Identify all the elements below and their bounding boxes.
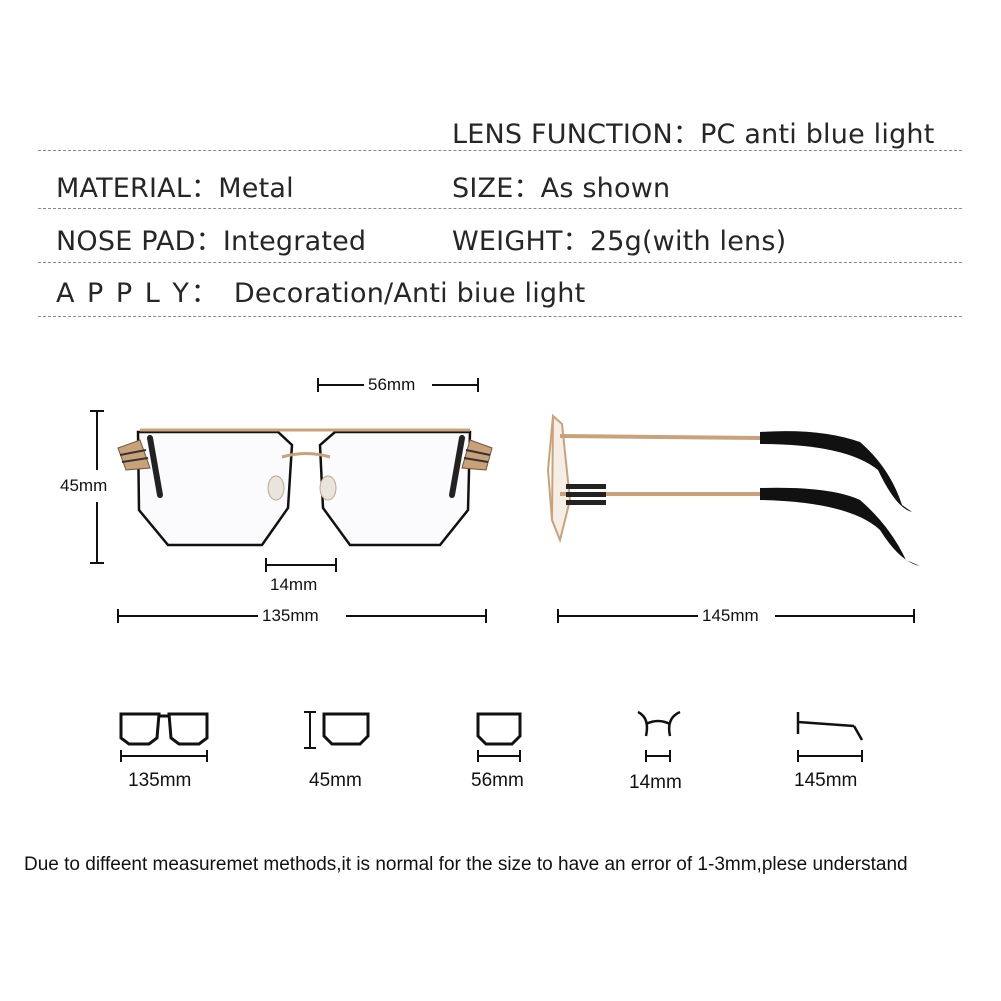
temple-length-dimension: 145mm [702,606,759,625]
lens-function-label: LENS FUNCTION： [452,119,701,150]
bridge-width-icon [637,710,681,762]
nose-pad-value: Integrated [222,226,367,257]
apply-value: Decoration/Anti biue light [233,278,586,309]
temple-length-caption: 145mm [794,770,858,791]
lens-height-icon [304,711,370,749]
weight-value: 25g(with lens) [589,226,787,257]
frame-width-caption: 135mm [128,770,192,791]
size-value: As shown [540,173,671,204]
lens-width-icon [476,712,522,762]
lens-height-caption: 45mm [309,770,362,791]
divider [38,208,962,209]
temple-length-icon [796,712,864,762]
material-spec: MATERIAL：Metal [56,166,294,205]
lens-width-dimension: 56mm [368,375,416,394]
nose-pad-label: NOSE PAD： [56,226,223,257]
weight-spec: WEIGHT：25g(with lens) [452,219,786,258]
divider [38,262,962,263]
apply-label: A P P L Y： [56,278,220,309]
divider [38,150,962,151]
divider [38,316,962,317]
material-value: Metal [218,173,294,204]
bridge-width-caption: 14mm [629,772,682,793]
bridge-dimension: 14mm [270,575,318,594]
front-dimension-lines [90,378,915,623]
apply-spec: A P P L Y： Decoration/Anti biue light [56,271,585,310]
weight-label: WEIGHT： [452,226,590,257]
lens-function-spec: LENS FUNCTION：PC anti blue light [452,112,935,151]
lens-width-caption: 56mm [471,770,524,791]
frame-width-dimension: 135mm [262,606,319,625]
nose-pad-spec: NOSE PAD：Integrated [56,219,366,258]
size-label: SIZE： [452,173,541,204]
glasses-side-view [546,413,920,566]
material-label: MATERIAL： [56,173,219,204]
frame-width-icon [119,712,209,762]
measurement-note: Due to diffeent measuremet methods,it is… [24,854,908,875]
size-spec: SIZE：As shown [452,166,670,205]
glasses-front-view [117,428,493,547]
lens-function-value: PC anti blue light [700,119,935,150]
lens-height-dimension: 45mm [60,476,108,495]
